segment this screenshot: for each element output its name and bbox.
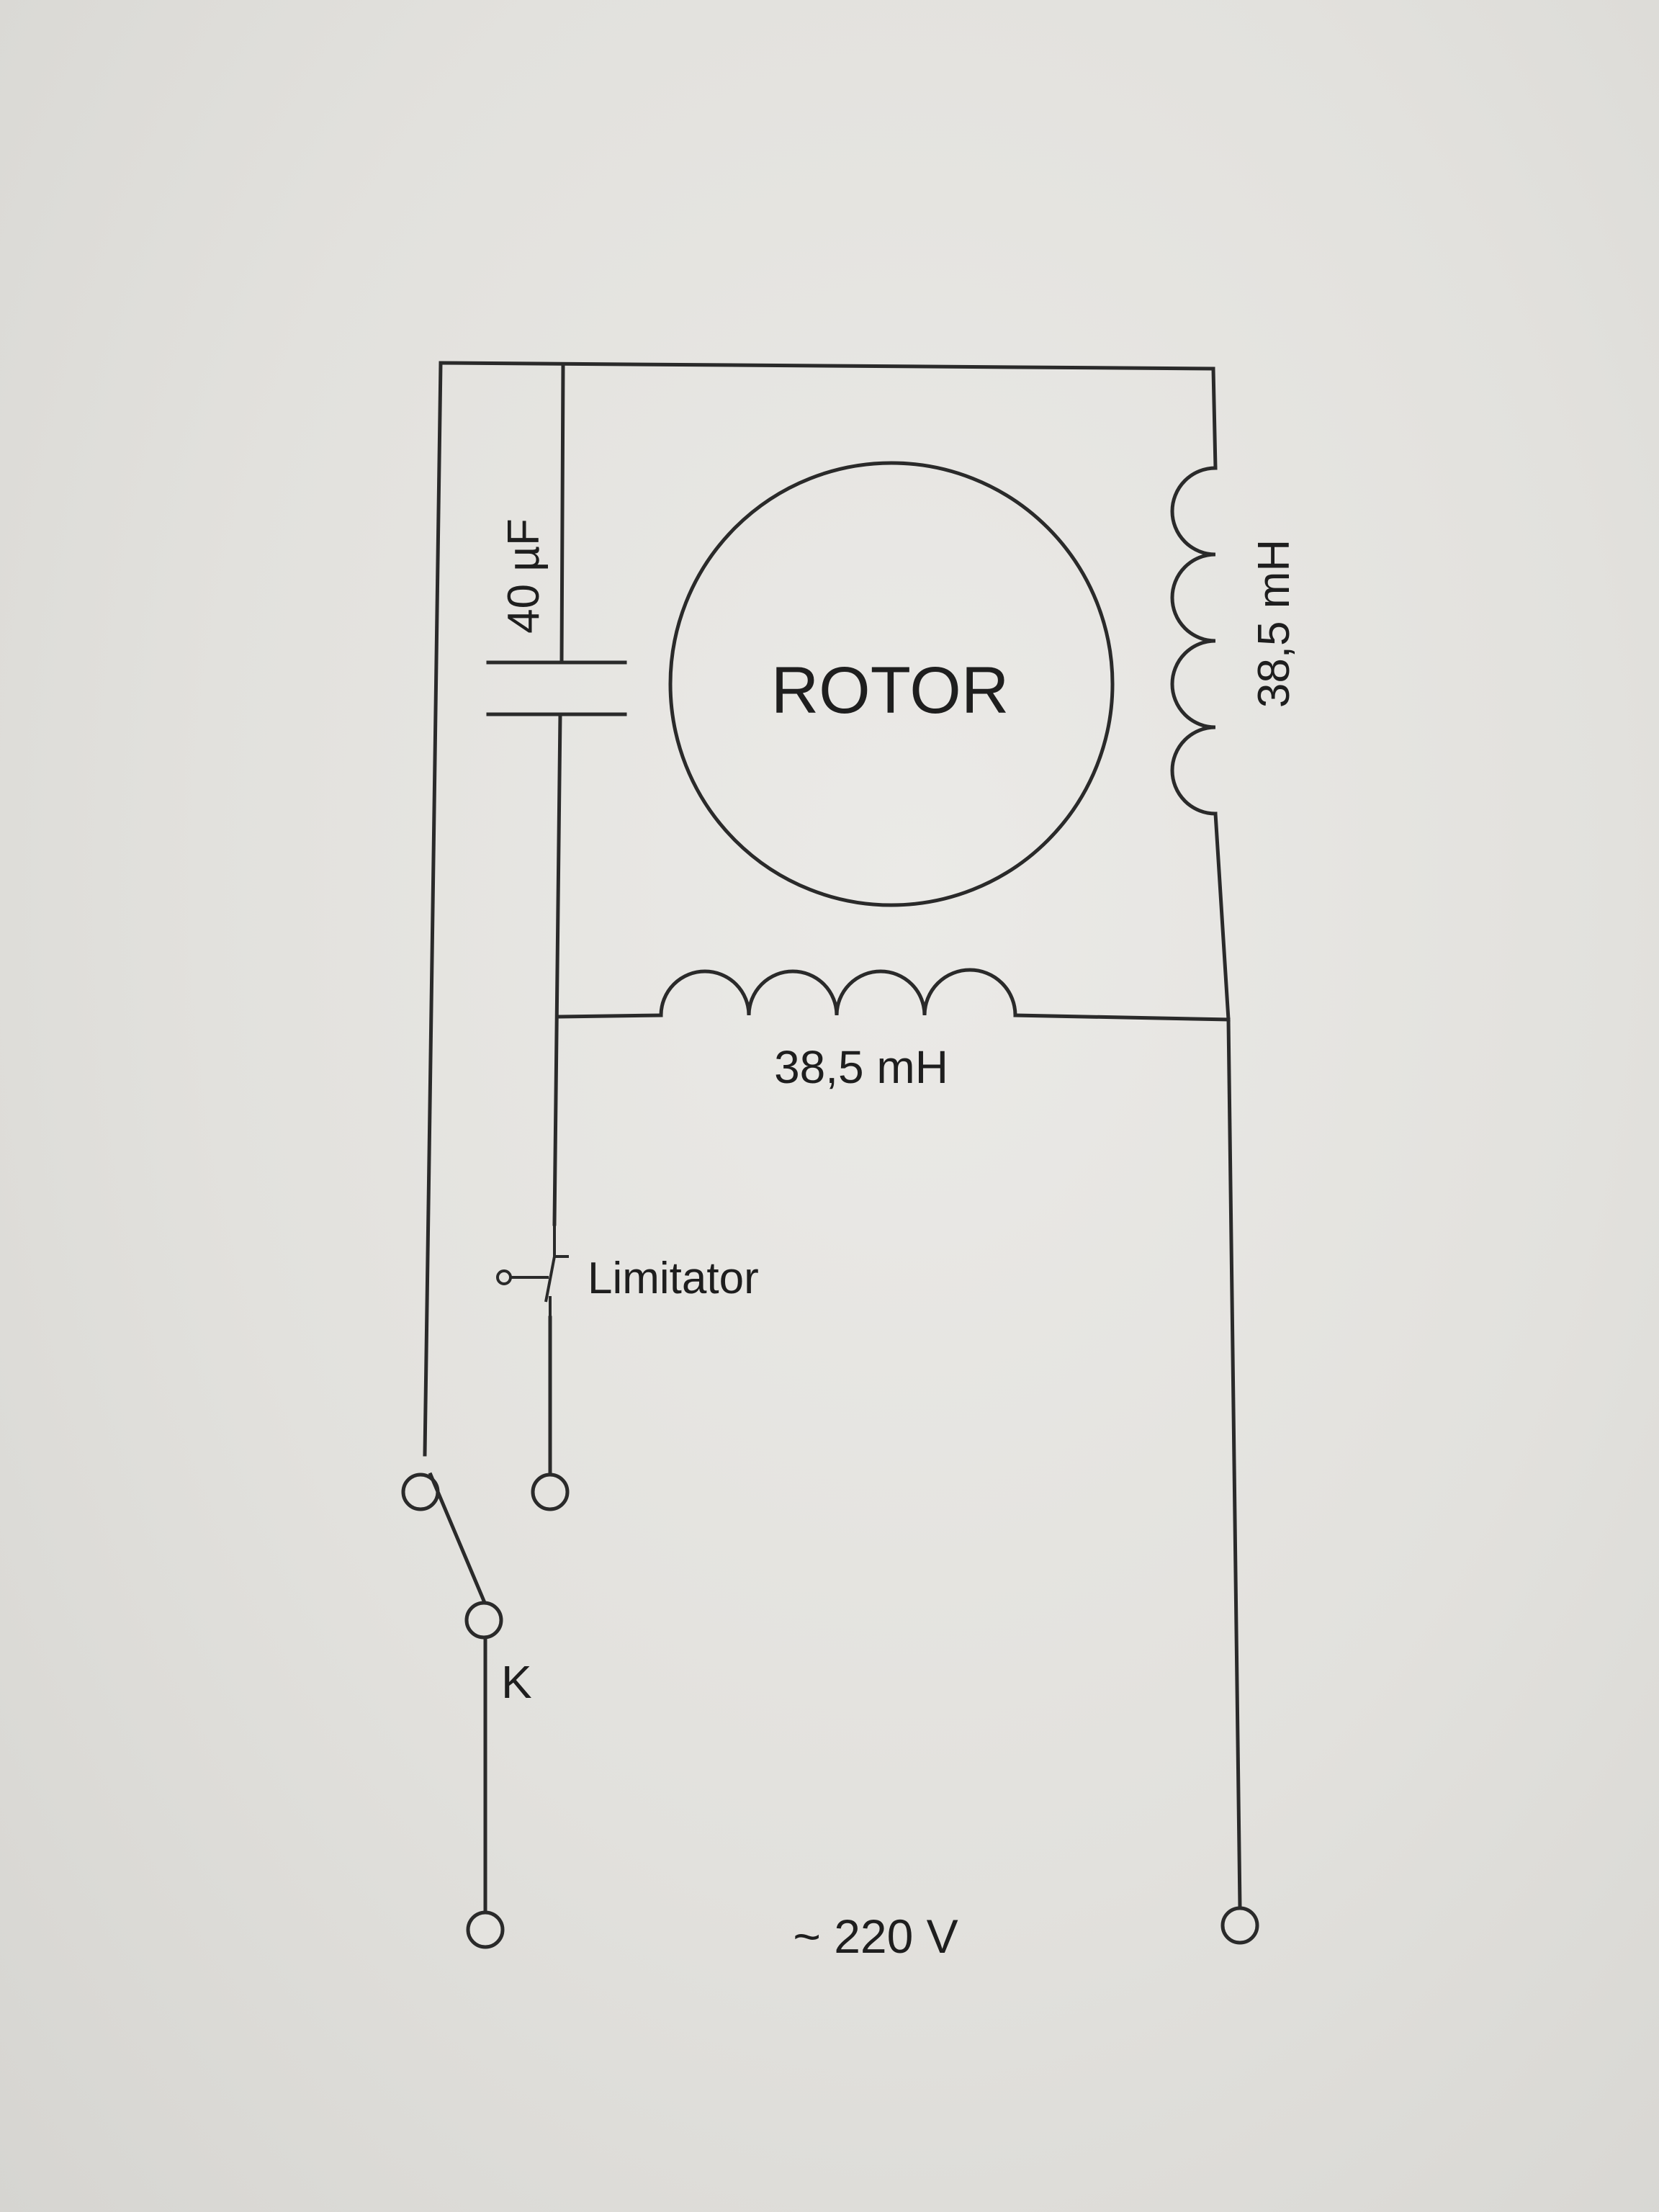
top-wire [439, 361, 1215, 371]
supply-terminal-right [1220, 1906, 1259, 1945]
capacitor-lower-wire [552, 712, 562, 1226]
supply-terminal-left [466, 1910, 505, 1949]
switch-label: K [501, 1656, 532, 1708]
left-outer-wire [423, 361, 443, 1457]
switch-lever [428, 1472, 488, 1607]
limitator-label: Limitator [588, 1254, 759, 1303]
bottom-branch-left-wire [558, 1013, 663, 1019]
capacitor-upper-wire [559, 362, 565, 665]
bottom-inductor-coil [659, 968, 1017, 1017]
switch-lower-terminal [464, 1601, 503, 1640]
limitator-terminal [531, 1473, 570, 1511]
rotor-circle [668, 461, 1115, 907]
right-lower-wire [1226, 1017, 1242, 1909]
rotor-label: ROTOR [771, 654, 1010, 727]
limitator-contact-dot [496, 1269, 512, 1285]
right-upper-wire [1211, 367, 1218, 470]
right-inductor-coil [1170, 466, 1218, 816]
inductor-bottom-label: 38,5 mH [774, 1041, 948, 1093]
capacitor-label: 40 µF [499, 518, 549, 634]
limitator-blade-slant [544, 1256, 556, 1303]
bottom-branch-right-wire [1013, 1013, 1231, 1022]
inductor-right-label: 38,5 mH [1249, 539, 1299, 708]
right-middle-wire [1213, 811, 1231, 1022]
supply-label: ~ 220 V [793, 1910, 958, 1963]
